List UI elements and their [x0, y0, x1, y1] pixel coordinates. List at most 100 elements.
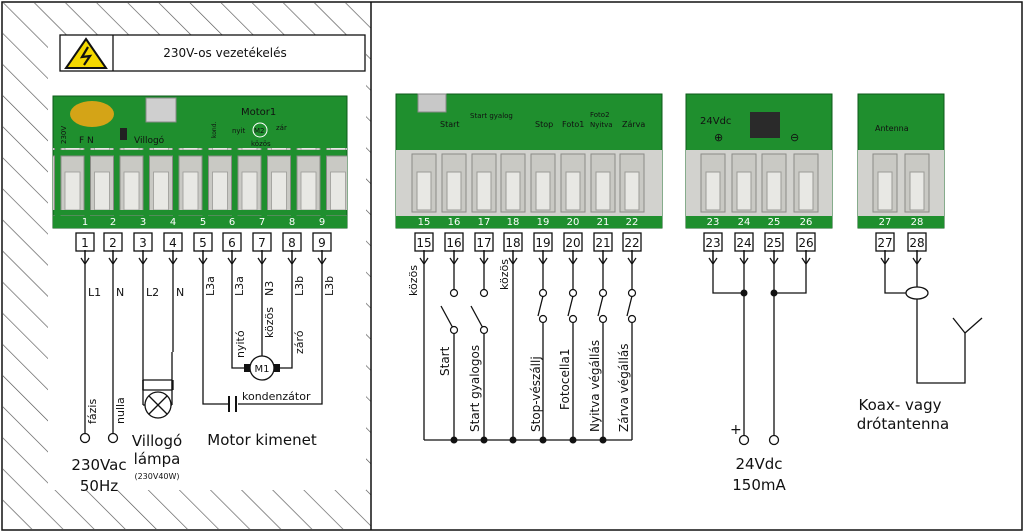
terminal-number: 16 — [446, 236, 461, 250]
pcb-terminal-number: 23 — [707, 217, 720, 228]
dc-junction-plus — [740, 289, 748, 297]
connector-slot-inner — [446, 171, 462, 211]
dc-minus-terminal — [768, 434, 780, 446]
lamp-spec: (230V40W) — [134, 472, 179, 481]
pcb-terminal-number: 15 — [418, 217, 431, 228]
pcb-terminal-number: 27 — [879, 217, 892, 228]
terminal-number: 4 — [169, 236, 177, 250]
silk-nyitva: Nyitva — [590, 121, 613, 129]
dc-current-label: 150mA — [732, 476, 786, 494]
start-label: Start — [438, 346, 452, 376]
terminal-number: 8 — [288, 236, 296, 250]
connector-slot-inner — [505, 171, 521, 211]
wire-label-1: L1 — [88, 286, 101, 299]
pcb-terminal-number: 17 — [478, 217, 491, 228]
silk-plus-symbol: ⊕ — [714, 131, 723, 144]
silk-nyit: nyit — [232, 127, 246, 135]
pcb-board-1: 230V F N Villogó Motor1 kond. nyit M2 zá… — [52, 95, 348, 229]
high-voltage-warning-icon — [64, 37, 108, 69]
connector-slot-inner — [705, 171, 721, 211]
wire-label-9: L3b — [323, 276, 336, 296]
terminal-number: 7 — [258, 236, 266, 250]
pcb-terminal-number: 26 — [800, 217, 813, 228]
terminal-27: 27 — [875, 232, 895, 266]
capacitor-symbol — [228, 396, 237, 412]
terminal-24: 24 — [734, 232, 754, 266]
relay-component — [145, 97, 177, 123]
terminal-number: 18 — [505, 236, 520, 250]
nulla-label: nulla — [114, 397, 127, 424]
silk-motor1: Motor1 — [241, 107, 276, 118]
silk-zarva: Zárva — [622, 120, 645, 129]
motor-m1-label: M1 — [255, 364, 270, 375]
silk-24vdc: 24Vdc — [700, 116, 731, 127]
left-wire-labels: L1 N L2 N L3a L3a N3 L3b L3b — [88, 276, 336, 299]
nyito-label: nyitó — [234, 330, 247, 358]
fuse-component — [120, 128, 127, 140]
terminal-number: 20 — [565, 236, 580, 250]
dc-supply-wiring — [712, 250, 807, 436]
terminal-number: 27 — [877, 236, 892, 250]
silk-kond: kond. — [211, 121, 218, 138]
pcb-terminal-number: 7 — [259, 217, 265, 228]
lamp-symbol — [140, 352, 176, 419]
pcb-terminal-number: 19 — [537, 217, 550, 228]
silk-start-gyalog: Start gyalog — [470, 112, 513, 120]
pcb-terminal-number: 5 — [200, 217, 206, 228]
wire-label-3: L2 — [146, 286, 159, 299]
zarva-label: Zárva végállás — [617, 343, 631, 432]
connector-slot-inner — [766, 171, 782, 211]
pcb-terminal-number: 8 — [289, 217, 295, 228]
antenna-wiring — [884, 250, 983, 384]
pcb-board-3: 24Vdc ⊕ ⊖ 23 24 25 26 — [685, 93, 833, 229]
bus-junctions — [450, 436, 607, 444]
wire-label-8: L3b — [293, 276, 306, 296]
fotocella-label: Fotocella1 — [558, 349, 572, 411]
pcb-terminal-number: 25 — [768, 217, 781, 228]
connector-slot-inner — [565, 171, 581, 211]
pcb-terminal-number: 16 — [448, 217, 461, 228]
connector-slot-inner — [595, 171, 611, 211]
dc-plus-label: + — [730, 422, 742, 438]
pcb-terminal-number: 28 — [911, 217, 924, 228]
wire-label-2: N — [116, 286, 124, 299]
silk-villogo: Villogó — [134, 135, 165, 146]
silk-kozos: közös — [251, 140, 271, 148]
terminal-number: 6 — [228, 236, 236, 250]
start-gyalogos-label: Start gyalogos — [468, 345, 482, 432]
antenna-label-2: drótantenna — [857, 415, 949, 433]
pcb-terminal-number: 9 — [319, 217, 325, 228]
header-title: 230V-os vezetékelés — [163, 46, 287, 60]
kondenzator-label: kondenzátor — [242, 390, 311, 403]
terminal-number: 25 — [766, 236, 781, 250]
terminal-number: 24 — [736, 236, 751, 250]
terminal-number: 22 — [624, 236, 639, 250]
antenna-label-1: Koax- vagy — [859, 396, 942, 414]
dc-voltage-label: 24Vdc — [735, 455, 782, 473]
zaro-label: záró — [293, 330, 306, 354]
pcb-terminal-number: 20 — [567, 217, 580, 228]
lamp-title-1: Villogó — [132, 432, 182, 450]
pcb-terminal-number: 2 — [110, 217, 116, 228]
pcb-terminal-number: 24 — [738, 217, 751, 228]
nyitva-label: Nyitva végállás — [588, 340, 602, 432]
wire-label-5: L3a — [204, 276, 217, 296]
silk-foto1: Foto1 — [562, 120, 584, 129]
terminal-number: 17 — [476, 236, 491, 250]
silk-minus-symbol: ⊖ — [790, 131, 799, 144]
nulla-terminal — [107, 432, 119, 444]
kozos15-label: közös — [407, 265, 420, 296]
pcb-terminal-number: 4 — [170, 217, 176, 228]
silk-fn: F N — [79, 136, 94, 146]
dc-junction-minus — [770, 289, 778, 297]
terminal-number: 19 — [535, 236, 550, 250]
connector-slot-inner — [416, 171, 432, 211]
terminal-number: 21 — [595, 236, 610, 250]
motor-output-label: Motor kimenet — [207, 431, 317, 449]
wire-label-6: L3a — [233, 276, 246, 296]
silk-stop: Stop — [535, 120, 553, 129]
silk-zar: zár — [276, 124, 287, 132]
capacitor-component — [70, 101, 114, 127]
